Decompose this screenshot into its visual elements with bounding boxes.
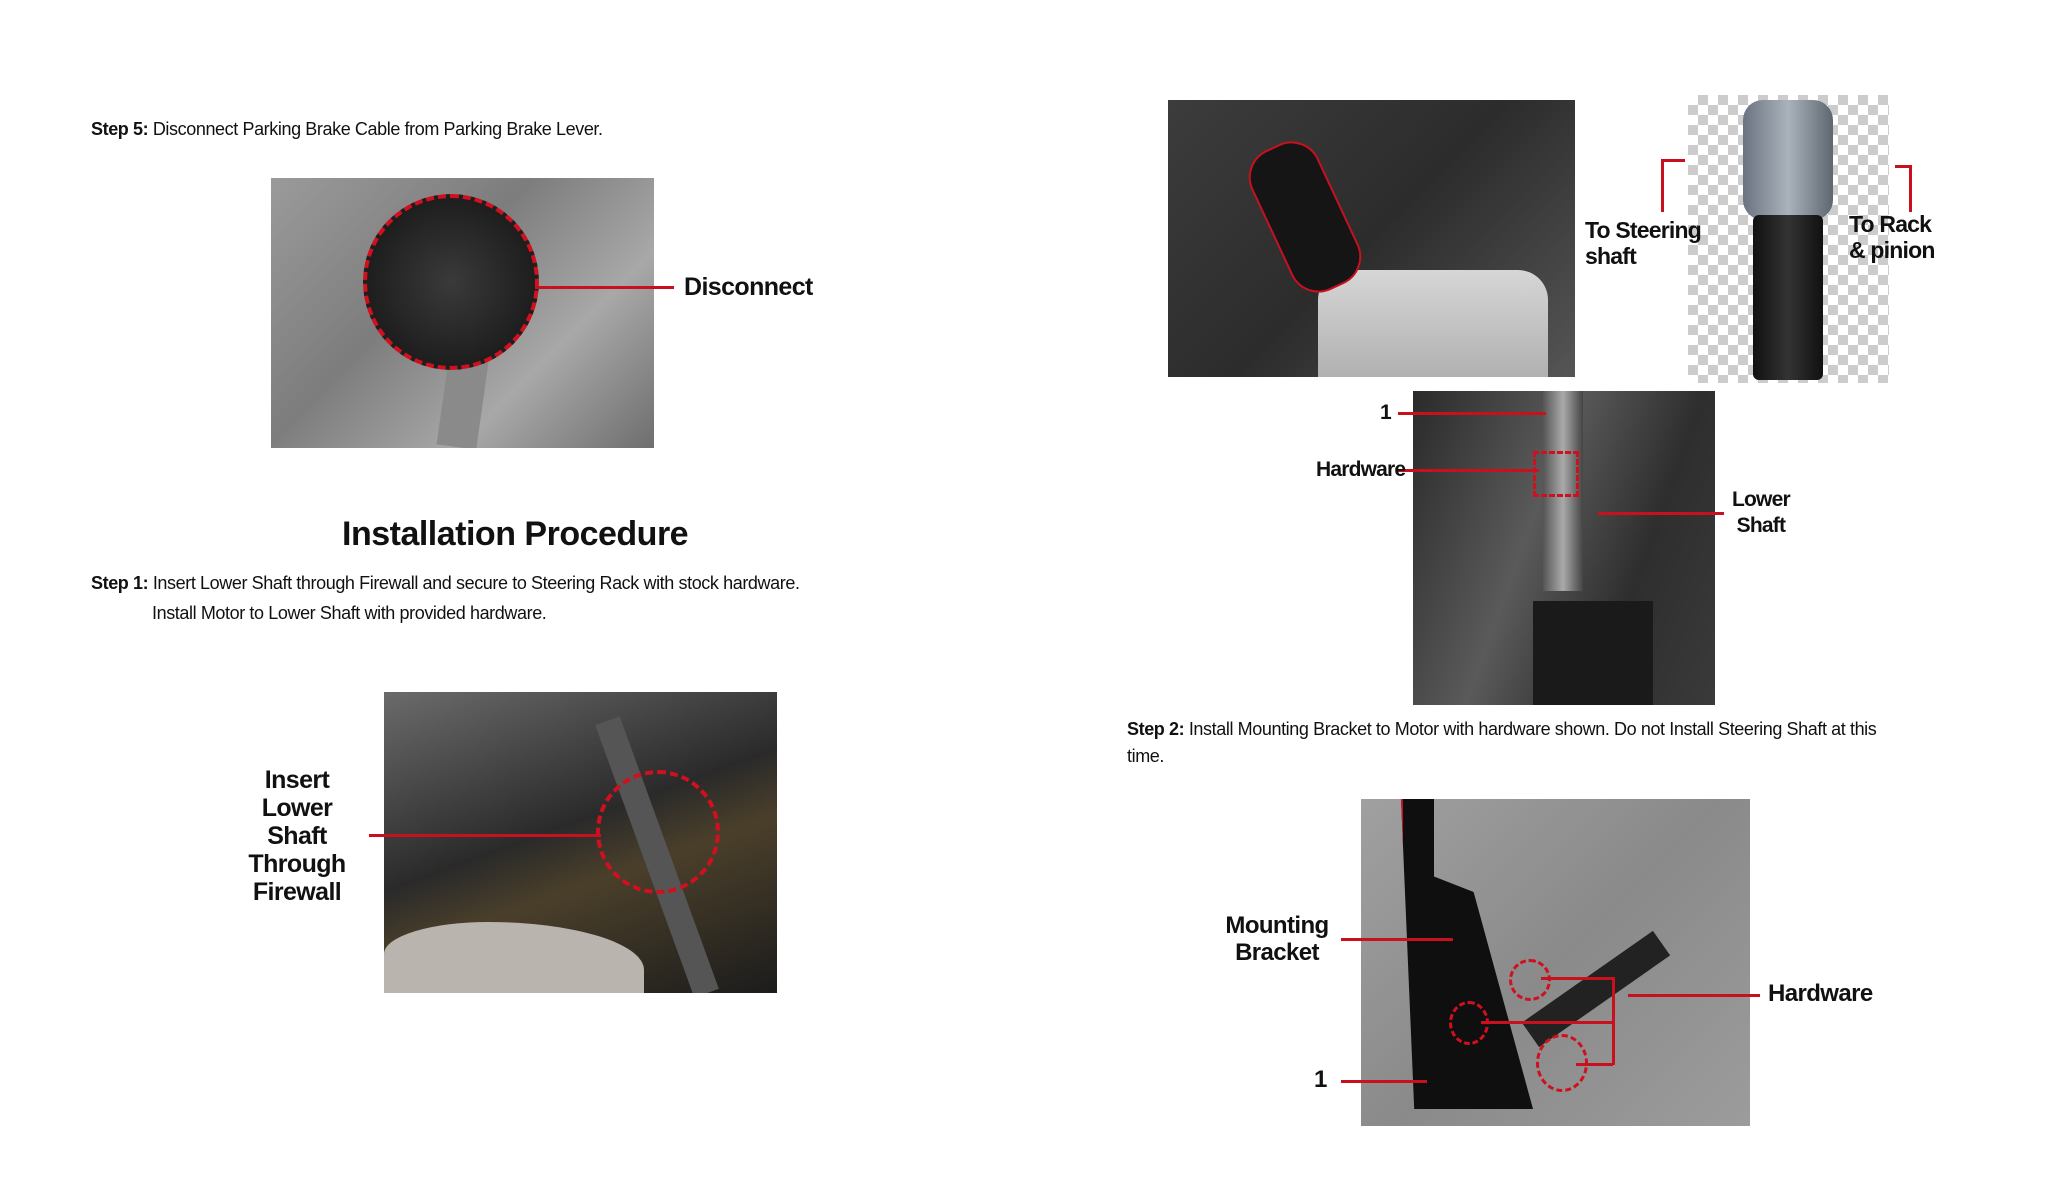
step-label: Step 1: [91, 573, 149, 593]
callout-line-text: Mounting [1225, 912, 1329, 939]
callout-line [1661, 159, 1664, 212]
callout-line-text: Firewall [252, 878, 342, 906]
step1-text-line2: Install Motor to Lower Shaft with provid… [152, 603, 547, 623]
callout-line [369, 834, 601, 837]
to-steering-shaft-callout: To Steering shaft [1585, 217, 1702, 269]
callout-line-text: Through [248, 850, 346, 878]
callout-line-text: & pinion [1849, 237, 1935, 263]
callout-line-text: Shaft [267, 822, 327, 850]
firewall-photo [384, 692, 777, 993]
to-rack-pinion-callout: To Rack & pinion [1849, 211, 1935, 263]
callout-line [1909, 165, 1912, 212]
callout-line-text: Bracket [1235, 939, 1319, 966]
steering-joint-photo [1168, 100, 1575, 377]
label-1: 1 [1380, 401, 1392, 424]
lower-shaft-photo [1413, 391, 1715, 705]
callout-line-text: Lower [1732, 488, 1791, 511]
step2-text-line2: time. [1127, 746, 1165, 766]
callout-line [1598, 512, 1724, 515]
highlight-circle [363, 194, 539, 370]
mounting-bracket-photo [1361, 799, 1750, 1126]
step1-text: Step 1: Insert Lower Shaft through Firew… [91, 573, 800, 594]
mounting-bracket-callout: Mounting Bracket [1217, 912, 1337, 966]
highlight-box [1533, 451, 1579, 497]
callout-line [1661, 159, 1685, 162]
callout-line [1628, 994, 1760, 997]
highlight-circle [1509, 959, 1551, 1001]
hardware-callout: Hardware [1768, 980, 1873, 1007]
highlighted-joint [1238, 131, 1372, 303]
section-title: Installation Procedure [342, 515, 689, 553]
callout-line [1341, 938, 1453, 941]
step-label: Step 2: [1127, 719, 1185, 739]
callout-line-text: Insert [264, 766, 330, 794]
step-label: Step 5: [91, 119, 149, 139]
callout-line-text: shaft [1585, 243, 1637, 269]
hardware-callout: Hardware [1316, 458, 1406, 481]
disconnect-callout: Disconnect [684, 273, 813, 301]
label-1: 1 [1314, 1066, 1327, 1093]
callout-line-text: To Rack [1849, 211, 1932, 237]
step5-text: Step 5: Disconnect Parking Brake Cable f… [91, 119, 603, 140]
callout-line [1398, 412, 1546, 415]
callout-line-text: To Steering [1585, 217, 1702, 243]
callout-line [1895, 165, 1912, 168]
parking-brake-photo [271, 178, 654, 448]
callout-line [1398, 469, 1539, 472]
highlight-circle [596, 770, 720, 894]
motor-photo [1688, 95, 1889, 383]
callout-line-text: Lower [261, 794, 333, 822]
bracket [1401, 799, 1533, 1109]
insert-lower-shaft-callout: Insert Lower Shaft Through Firewall [237, 766, 357, 906]
callout-line [1341, 1080, 1427, 1083]
step-desc: Disconnect Parking Brake Cable from Park… [148, 119, 603, 139]
step-desc: Insert Lower Shaft through Firewall and … [148, 573, 800, 593]
lower-shaft-callout: Lower Shaft [1732, 487, 1791, 539]
step2-text: Step 2: Install Mounting Bracket to Moto… [1127, 719, 1877, 740]
callout-line-text: Shaft [1736, 514, 1786, 537]
callout-line [535, 286, 674, 289]
step-desc: Install Mounting Bracket to Motor with h… [1184, 719, 1877, 739]
